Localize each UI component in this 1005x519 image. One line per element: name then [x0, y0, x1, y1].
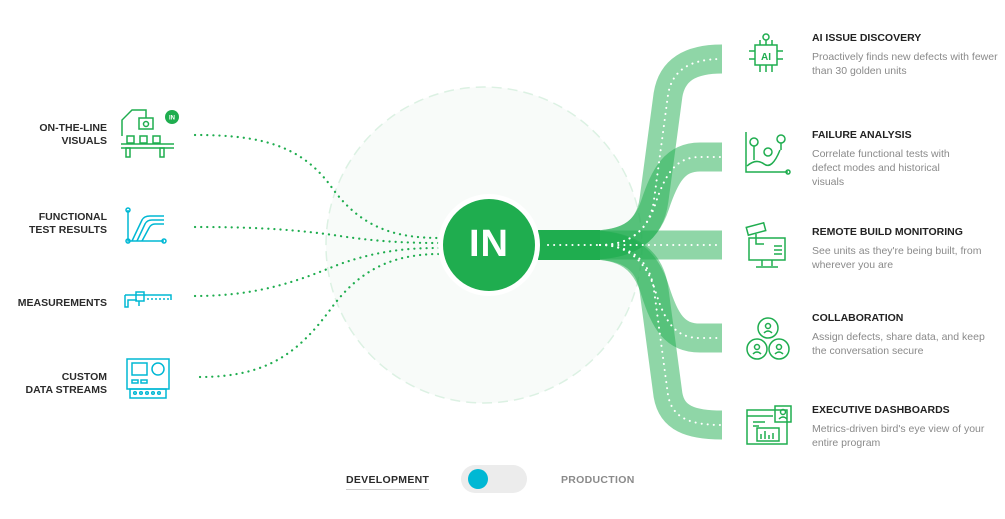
source-label-measurements: MEASUREMENTS: [17, 297, 107, 309]
source-label-visuals: ON-THE-LINE VISUALS: [39, 122, 107, 147]
output-desc: Correlate functional tests with defect m…: [812, 148, 950, 188]
output-title: EXECUTIVE DASHBOARDS: [812, 404, 950, 416]
output-title: COLLABORATION: [812, 312, 904, 324]
ai-chip-icon: AI: [749, 33, 783, 72]
hub-logo: [443, 199, 535, 291]
test-curve-icon: [125, 207, 167, 244]
output-executive-dashboards: EXECUTIVE DASHBOARDS Metrics-driven bird'…: [812, 404, 1002, 450]
output-title: REMOTE BUILD MONITORING: [812, 226, 963, 238]
connector-streams: [198, 252, 442, 379]
production-label[interactable]: PRODUCTION: [561, 474, 635, 486]
hub-logo-text: IN: [469, 222, 509, 265]
mode-toggle-group: DEVELOPMENT PRODUCTION: [0, 465, 1005, 495]
output-bands: [589, 44, 723, 440]
connector-measurements: [193, 246, 442, 298]
input-connectors: [193, 133, 442, 379]
device-panel-icon: [126, 358, 170, 399]
output-title: FAILURE ANALYSIS: [812, 129, 912, 141]
factory-camera-icon: IN: [121, 109, 179, 158]
users-icon: [746, 317, 790, 360]
svg-text:IN: IN: [169, 116, 175, 122]
dashboard-icon: [746, 405, 792, 445]
mode-toggle-switch[interactable]: [461, 465, 527, 493]
output-desc: Metrics-driven bird's eye view of your e…: [812, 423, 985, 449]
camera-monitor-icon: [745, 222, 786, 268]
svg-text:AI: AI: [761, 52, 771, 63]
source-label-streams: CUSTOM DATA STREAMS: [25, 371, 107, 396]
development-label[interactable]: DEVELOPMENT: [346, 474, 430, 490]
output-desc: See units as they're being built, from w…: [812, 245, 982, 271]
output-ai-issue-discovery: AI ISSUE DISCOVERY Proactively finds new …: [812, 32, 1002, 78]
connector-tests: [193, 225, 442, 245]
output-failure-analysis: FAILURE ANALYSIS Correlate functional tes…: [812, 129, 962, 189]
failure-chart-icon: [745, 132, 791, 175]
source-label-tests: FUNCTIONAL TEST RESULTS: [29, 211, 107, 236]
connector-visuals: [193, 133, 442, 240]
output-title: AI ISSUE DISCOVERY: [812, 32, 922, 44]
caliper-icon: [124, 291, 172, 308]
output-desc: Assign defects, share data, and keep the…: [812, 331, 985, 357]
output-remote-build-monitoring: REMOTE BUILD MONITORING See units as they…: [812, 226, 1002, 272]
output-collaboration: COLLABORATION Assign defects, share data,…: [812, 312, 1002, 358]
output-desc: Proactively finds new defects with fewer…: [812, 51, 998, 77]
toggle-knob[interactable]: [468, 469, 488, 489]
